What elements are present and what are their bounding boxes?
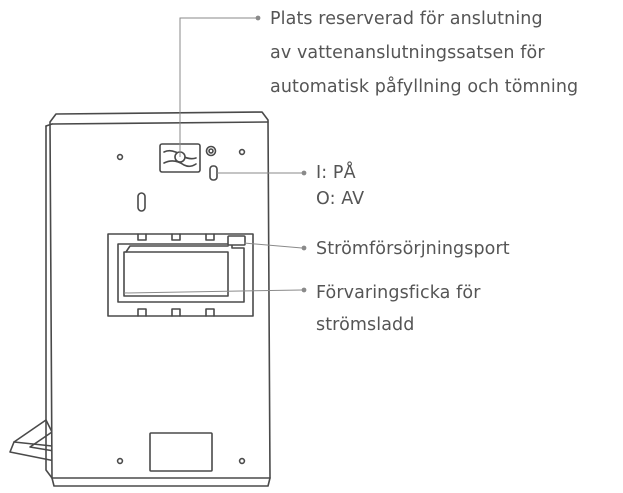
power-switch-off-label: O: AV [316, 189, 365, 209]
rear-panel [107, 233, 254, 317]
water-kit-callout-line2: av vattenanslutningssatsen för [270, 43, 545, 63]
water-kit-slot [159, 143, 217, 173]
bottom-hatch [149, 432, 213, 472]
cord-storage-label-line1: Förvaringsficka för [316, 283, 481, 303]
power-port-label: Strömförsörjningsport [316, 239, 510, 259]
side-slot [137, 192, 146, 212]
water-kit-callout-line3: automatisk påfyllning och tömning [270, 77, 579, 97]
cord-storage-label-line2: strömsladd [316, 315, 415, 335]
leader-lines [123, 15, 307, 294]
water-kit-callout-line1: Plats reserverad för anslutning [270, 9, 543, 29]
power-switch-shape [209, 165, 218, 181]
power-switch-on-label: I: PÅ [316, 163, 356, 183]
